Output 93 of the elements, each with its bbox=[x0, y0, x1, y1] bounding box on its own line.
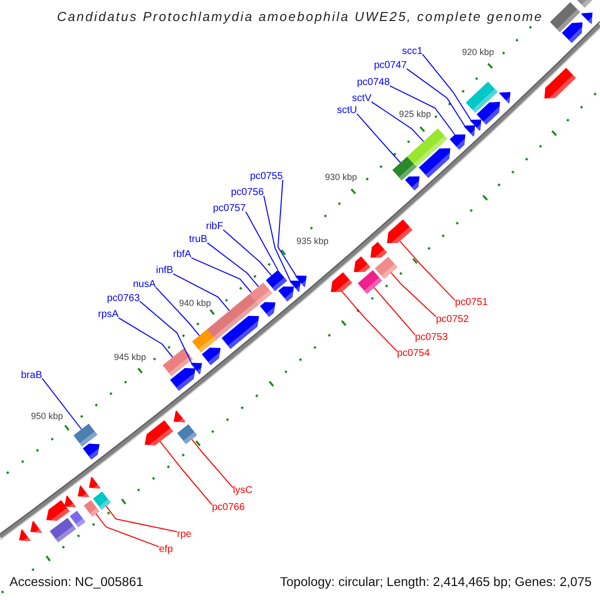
leader-line bbox=[389, 85, 456, 136]
gene-feature bbox=[88, 476, 100, 488]
leader-line bbox=[222, 229, 272, 276]
gene-label: lysC bbox=[233, 484, 252, 496]
gene-feature bbox=[202, 348, 221, 366]
scale-label: 945 kbp bbox=[114, 352, 146, 362]
gene-label: sctV bbox=[352, 93, 372, 104]
gene-label: pc0754 bbox=[397, 348, 430, 359]
gene-label: rpsA bbox=[98, 309, 119, 320]
gene-feature bbox=[30, 520, 42, 533]
gene-feature bbox=[144, 420, 174, 446]
gene-label: scc1 bbox=[402, 46, 423, 56]
gene-feature bbox=[499, 92, 510, 104]
leader-line bbox=[422, 54, 472, 120]
leader-line bbox=[118, 317, 174, 358]
scale-label: 950 kbp bbox=[31, 411, 64, 421]
leader-line bbox=[356, 113, 401, 164]
gene-feature bbox=[64, 495, 76, 508]
gene-feature bbox=[562, 22, 583, 43]
gene-feature bbox=[78, 485, 90, 498]
leader-line bbox=[206, 242, 259, 288]
gene-block bbox=[50, 518, 76, 542]
accession-text: Accession: NC_005861 bbox=[10, 575, 144, 589]
gene-feature bbox=[46, 500, 70, 521]
gene-block bbox=[74, 424, 98, 446]
gene-label: truB bbox=[189, 234, 208, 245]
gene-feature bbox=[450, 134, 466, 150]
gene-feature bbox=[386, 219, 412, 244]
leader-line bbox=[190, 257, 252, 293]
gene-feature bbox=[418, 148, 450, 178]
gene-feature bbox=[260, 302, 276, 317]
gene-feature bbox=[19, 529, 30, 542]
scale-label: 940 kbp bbox=[179, 298, 212, 308]
gene-feature bbox=[544, 68, 576, 98]
gene-label: pc0766 bbox=[212, 502, 245, 512]
leader-line bbox=[399, 240, 456, 301]
gene-label: pc0752 bbox=[436, 314, 469, 324]
gene-label: efp bbox=[159, 544, 173, 554]
leader-line bbox=[342, 291, 398, 352]
scale-label: 930 kbp bbox=[325, 172, 358, 182]
scale-label: 925 kbp bbox=[399, 108, 432, 118]
gene-feature bbox=[370, 242, 387, 258]
gene-feature bbox=[278, 286, 294, 302]
gene-label: braB bbox=[21, 370, 42, 380]
leader-line bbox=[245, 211, 278, 271]
scale-label: 935 kbp bbox=[296, 236, 329, 246]
gene-feature bbox=[476, 102, 500, 125]
leader-line bbox=[155, 286, 200, 336]
genome-summary-text: Topology: circular; Length: 2,414,465 bp; Genes: 2,075 bbox=[280, 575, 592, 589]
gene-label: pc0757 bbox=[213, 203, 246, 214]
gene-label: pc0763 bbox=[107, 292, 140, 304]
gene-label: rpe bbox=[177, 528, 192, 540]
gene-label: ribF bbox=[206, 221, 224, 232]
gene-block bbox=[84, 500, 100, 517]
gene-feature bbox=[170, 368, 196, 391]
gene-block bbox=[374, 256, 398, 279]
leader-line bbox=[139, 300, 192, 364]
gene-block bbox=[576, 0, 592, 8]
leader-line bbox=[263, 195, 291, 282]
leader-line bbox=[160, 441, 212, 506]
gene-block bbox=[177, 424, 198, 444]
leader-line bbox=[106, 506, 178, 532]
gene-feature bbox=[354, 256, 370, 272]
leader-line bbox=[96, 513, 160, 548]
leader-line bbox=[406, 68, 465, 126]
gene-label: nusA bbox=[133, 278, 156, 290]
gene-label: pc0753 bbox=[415, 332, 448, 342]
leader-line bbox=[390, 272, 436, 318]
gene-feature bbox=[405, 176, 420, 190]
leader-line bbox=[191, 438, 234, 488]
map-title: Candidatus Protochlamydia amoebophila UWE25, complete genome bbox=[57, 9, 543, 25]
gene-label: rbfA bbox=[173, 249, 192, 260]
gene-feature bbox=[581, 12, 592, 24]
leader-line bbox=[172, 273, 230, 312]
leader-line bbox=[277, 179, 296, 276]
gene-label: pc0756 bbox=[231, 187, 264, 198]
gene-label: infB bbox=[156, 265, 174, 276]
gene-feature bbox=[174, 410, 186, 422]
scale-label: 920 kbp bbox=[462, 47, 494, 57]
gene-feature bbox=[464, 125, 476, 137]
gene-label: pc0755 bbox=[250, 171, 283, 182]
gene-label: pc0748 bbox=[357, 77, 390, 88]
gene-label: pc0751 bbox=[455, 297, 488, 308]
gene-block bbox=[358, 270, 382, 294]
gene-feature bbox=[82, 444, 100, 460]
gene-feature bbox=[330, 272, 352, 292]
leader-line bbox=[370, 101, 424, 142]
gene-block bbox=[392, 156, 416, 180]
leader-line bbox=[374, 287, 416, 336]
gene-label: pc0747 bbox=[374, 60, 407, 71]
gene-feature bbox=[222, 316, 260, 349]
leader-line bbox=[42, 378, 82, 430]
gene-label: sctU bbox=[337, 105, 357, 116]
